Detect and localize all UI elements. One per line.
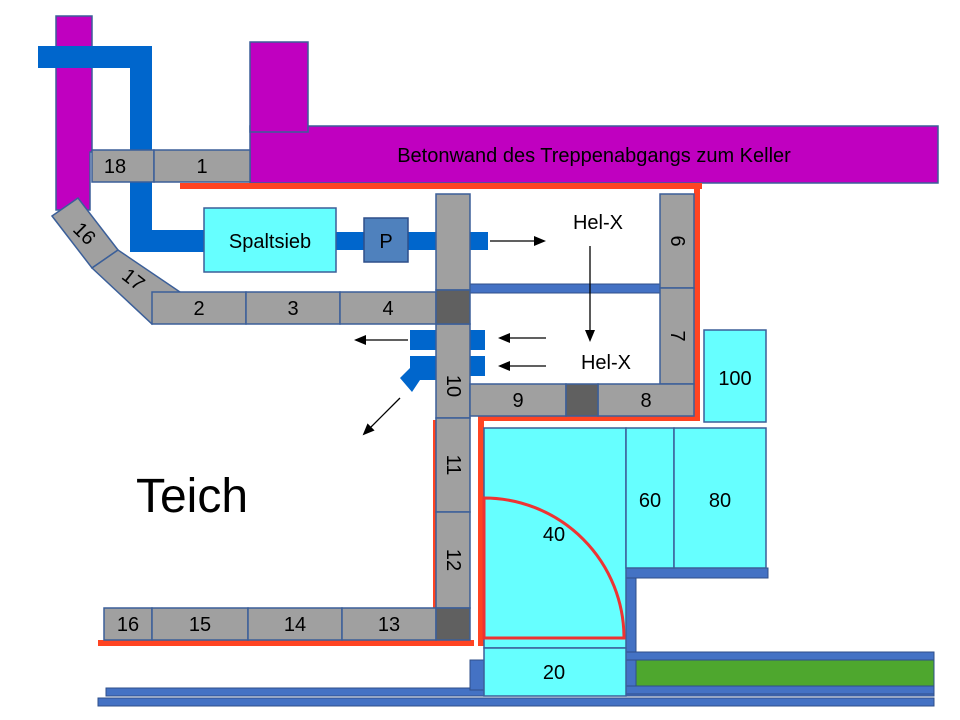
- basin-20-label: 20: [543, 662, 565, 684]
- block-10-label: 10: [442, 375, 464, 397]
- block-12-label: 12: [442, 549, 464, 571]
- block-6-label: 6: [666, 235, 688, 246]
- block-8-label: 8: [640, 390, 651, 412]
- block-15: [151, 607, 249, 641]
- block-13: [341, 607, 437, 641]
- block-4: [339, 291, 437, 325]
- block-14-label: 14: [284, 614, 306, 636]
- dark-corner-blocks: [435, 289, 599, 641]
- block-column-top: [435, 193, 471, 291]
- helx-top-label: Hel-X: [573, 212, 623, 234]
- block-3-label: 3: [287, 298, 298, 320]
- block-16-bottom-label: 16: [117, 614, 139, 636]
- block-7: [659, 287, 695, 385]
- basin-40: [483, 427, 627, 649]
- basins: [483, 329, 767, 697]
- block-15-label: 15: [189, 614, 211, 636]
- basin-100: [703, 329, 767, 423]
- block-7-label: 7: [666, 330, 688, 341]
- pump-box: [363, 217, 409, 263]
- basin-60-label: 60: [639, 490, 661, 512]
- grass-strip: [635, 659, 935, 687]
- pump-label: P: [379, 231, 392, 253]
- block-2: [151, 291, 247, 325]
- block-4-label: 4: [382, 298, 393, 320]
- block-10: [435, 323, 471, 419]
- block-13-label: 13: [378, 614, 400, 636]
- concrete-wall: [55, 15, 939, 211]
- block-9-label: 9: [512, 390, 523, 412]
- block-18: [91, 149, 155, 183]
- pond-label: Teich: [136, 470, 248, 523]
- block-1-label: 1: [196, 156, 207, 178]
- helx-bottom-label: Hel-X: [581, 352, 631, 374]
- block-2-label: 2: [193, 298, 204, 320]
- basin-20: [483, 647, 627, 697]
- filter-label: Spaltsieb: [229, 231, 311, 253]
- block-11: [435, 417, 471, 513]
- block-1: [153, 149, 251, 183]
- basin-40-label: 40: [543, 524, 565, 546]
- block-18-label: 18: [104, 156, 126, 178]
- block-3: [245, 291, 341, 325]
- block-6: [659, 193, 695, 289]
- basin-80-label: 80: [709, 490, 731, 512]
- wall-label: Betonwand des Treppenabgangs zum Keller: [397, 145, 791, 167]
- flow-arrows: [354, 236, 595, 436]
- quarter-circle-pond: [482, 496, 626, 640]
- basin-60: [625, 427, 675, 569]
- filter-box: [203, 207, 337, 273]
- block-11-label: 11: [442, 455, 464, 476]
- block-16-bottom: [103, 607, 153, 641]
- block-12: [435, 511, 471, 609]
- basin-100-label: 100: [718, 368, 751, 390]
- block-8: [597, 383, 695, 417]
- stone-blocks: [50, 149, 695, 641]
- basin-80: [673, 427, 767, 569]
